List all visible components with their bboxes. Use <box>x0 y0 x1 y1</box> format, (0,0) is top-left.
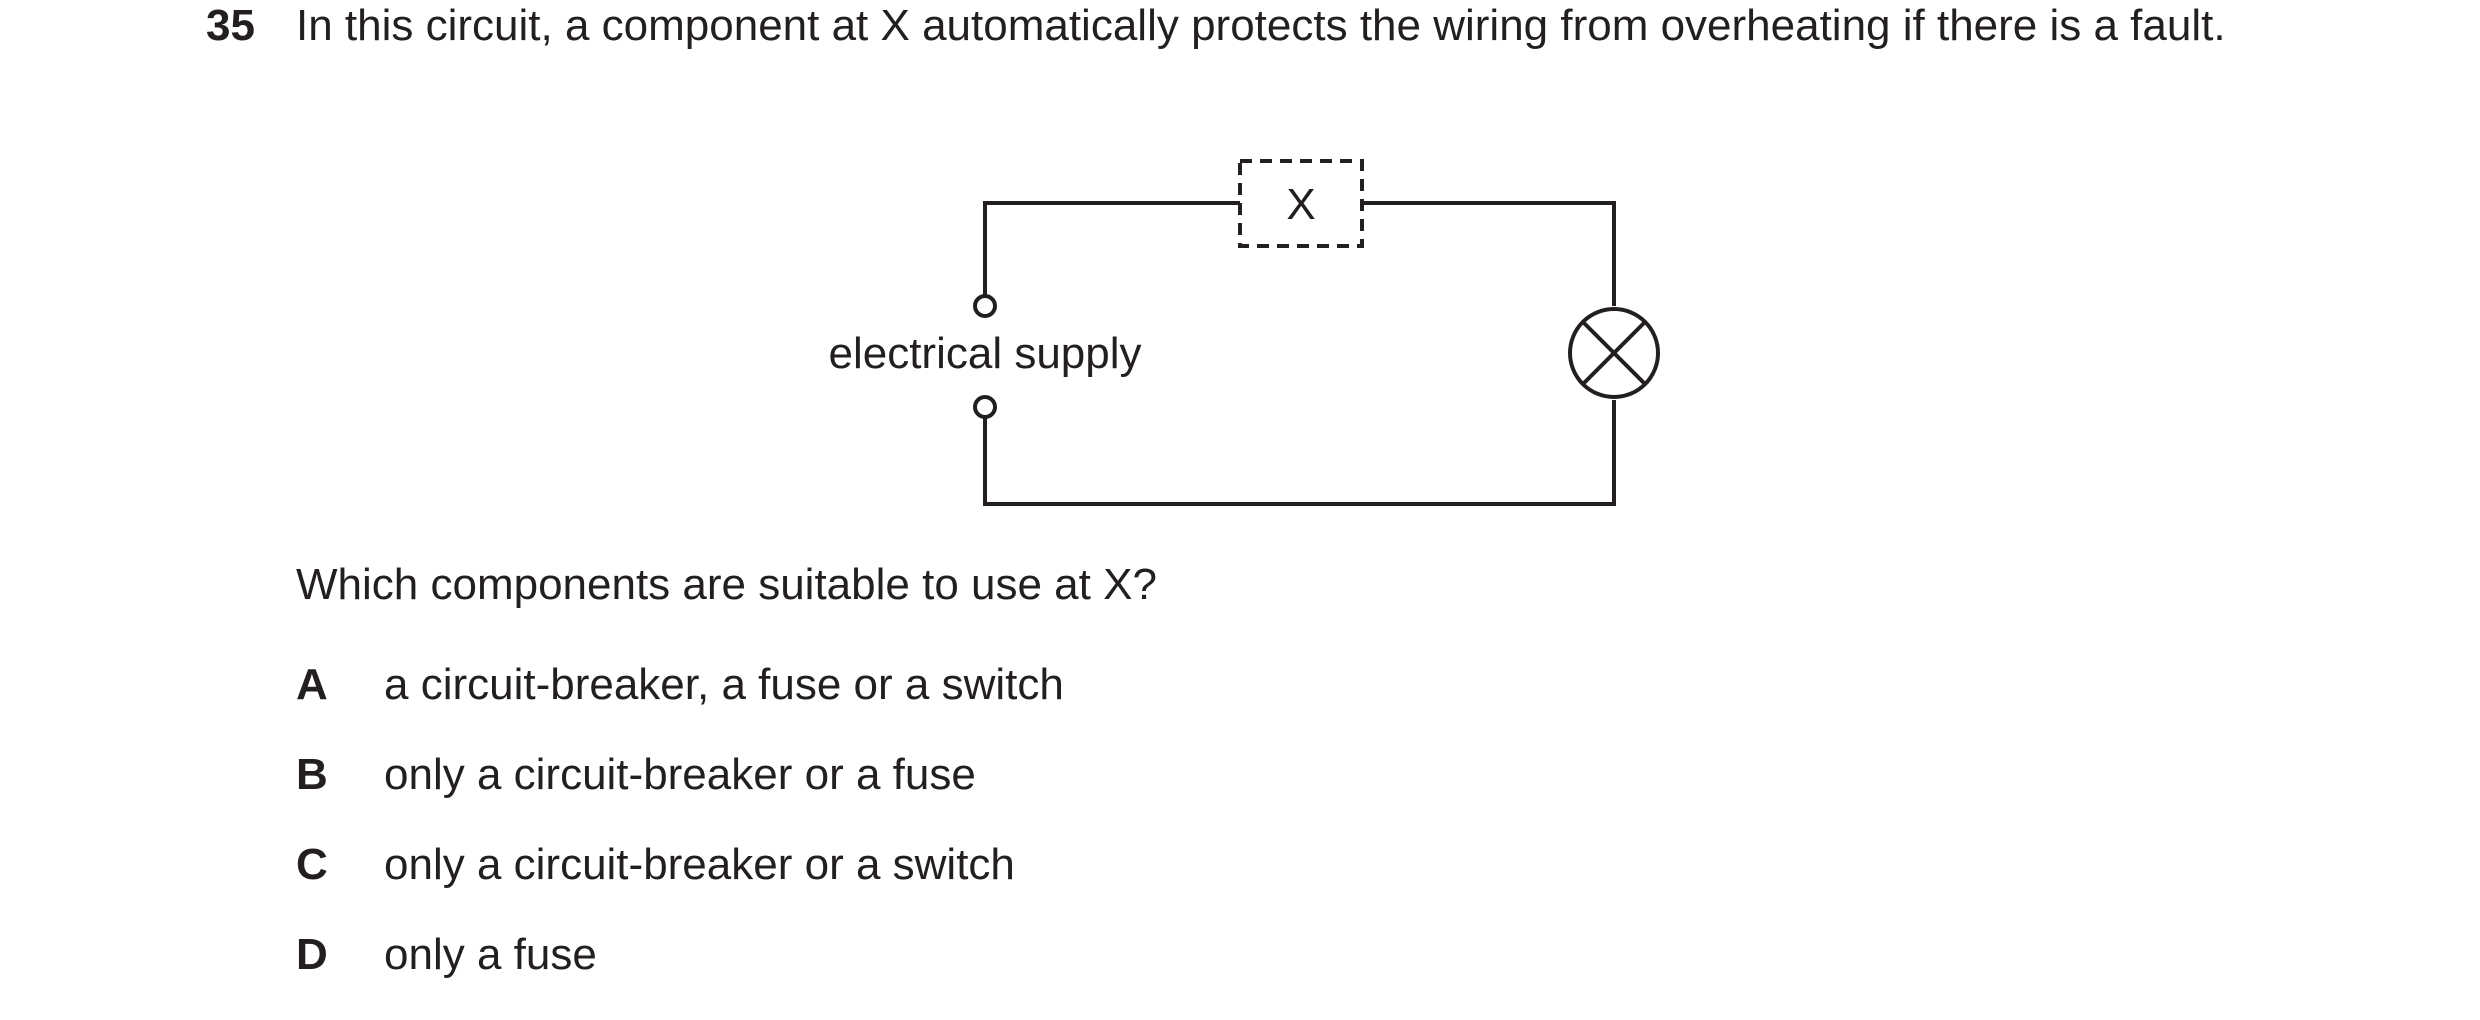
wire-bottom <box>983 400 1616 506</box>
component-x-label: X <box>1286 180 1315 229</box>
wire-top-right <box>1362 201 1616 306</box>
option-letter: D <box>296 930 328 979</box>
option-text: only a fuse <box>384 930 597 979</box>
supply-label: electrical supply <box>828 329 1141 378</box>
option-letter: A <box>296 660 328 709</box>
option-letter: C <box>296 840 328 889</box>
lamp-cross-2 <box>1581 320 1647 386</box>
question-number: 35 <box>206 1 255 50</box>
component-x-box <box>1238 159 1364 248</box>
wire-top-left <box>983 201 1240 306</box>
question-text: In this circuit, a component at X automa… <box>296 1 2226 50</box>
option-text: a circuit-breaker, a fuse or a switch <box>384 660 1064 709</box>
supply-terminal-top <box>973 294 997 318</box>
option-text: only a circuit-breaker or a fuse <box>384 750 976 799</box>
option-text: only a circuit-breaker or a switch <box>384 840 1015 889</box>
option-letter: B <box>296 750 328 799</box>
question-prompt: Which components are suitable to use at … <box>296 560 1157 609</box>
supply-terminal-bottom <box>973 395 997 419</box>
